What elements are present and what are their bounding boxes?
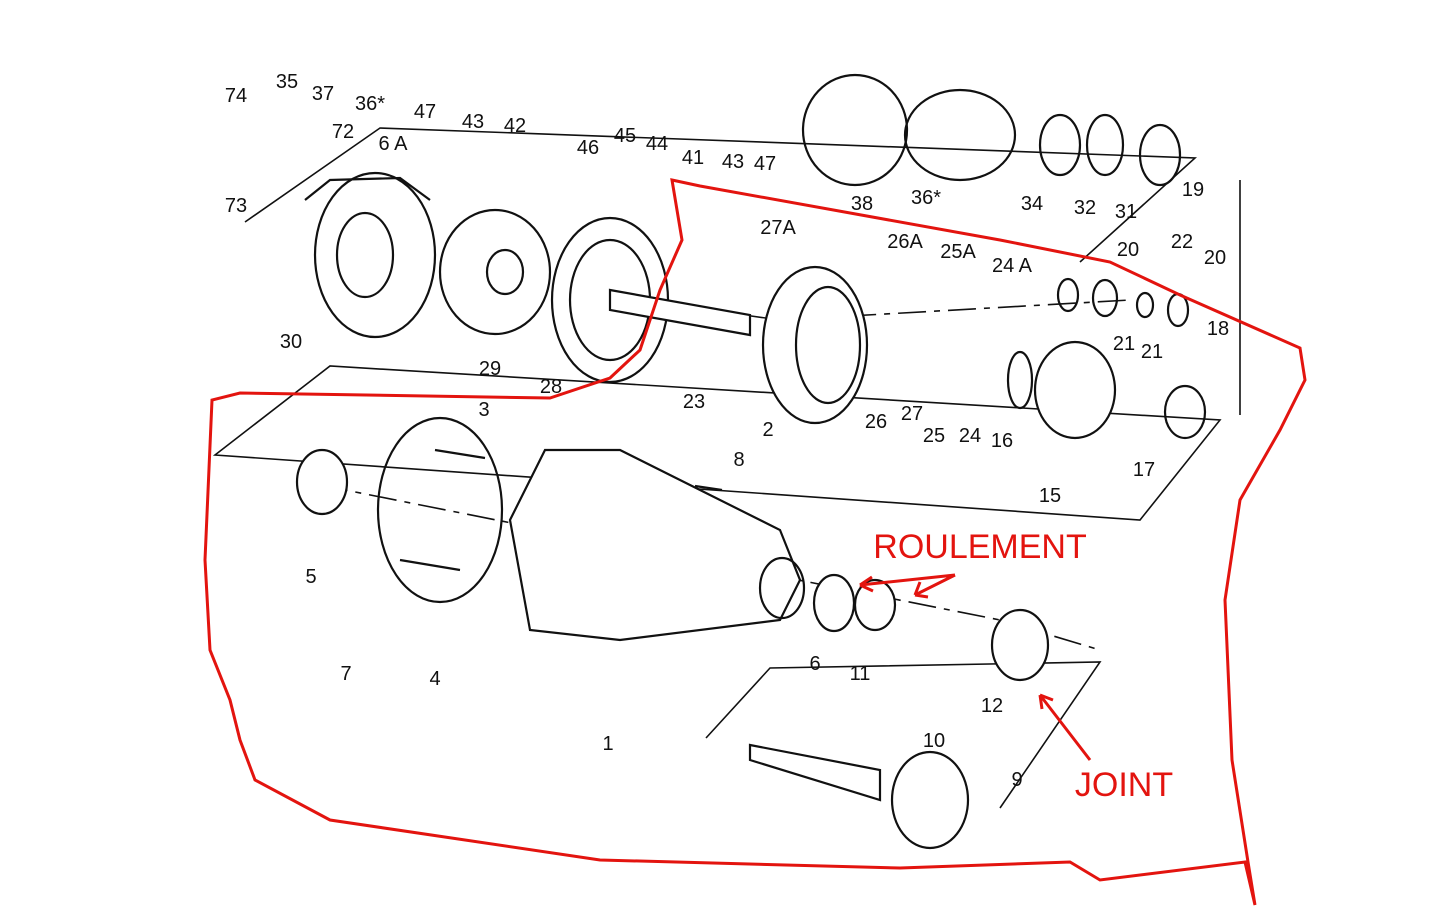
parts-drawing <box>212 73 1241 850</box>
part-number-label: 35 <box>276 71 298 93</box>
part-number-label: 30 <box>280 331 302 353</box>
part-number-label: 37 <box>312 83 334 105</box>
part-number-label: 47 <box>414 101 436 123</box>
bearing-arrows <box>859 573 956 597</box>
part-number-label: 19 <box>1182 179 1204 201</box>
part-number-label: 16 <box>991 430 1013 452</box>
part-number-label: 27A <box>760 217 796 239</box>
part-number-label: 27 <box>901 403 923 425</box>
part-number-label: 6 A <box>379 133 409 155</box>
part-number-label: 43 <box>722 151 744 173</box>
part-number-label: 36* <box>355 93 385 115</box>
part-number-label: 44 <box>646 133 668 155</box>
part-number-label: 38 <box>851 193 873 215</box>
part-number-label: 5 <box>305 566 316 588</box>
highlight-outline <box>203 178 1307 906</box>
part-number-label: 6 <box>809 653 820 675</box>
part-number-label: 21 <box>1113 333 1135 355</box>
part-number-label: 31 <box>1115 201 1137 223</box>
part-number-label: 74 <box>225 85 247 107</box>
part-number-label: 7 <box>340 663 351 685</box>
part-number-label: 73 <box>225 195 247 217</box>
part-number-label: 43 <box>462 111 484 133</box>
part-number-label: 24 A <box>992 255 1033 277</box>
part-number-label: 20 <box>1117 239 1139 261</box>
part-number-label: 24 <box>959 425 981 447</box>
part-number-label: 15 <box>1039 485 1061 507</box>
part-number-label: 21 <box>1141 341 1163 363</box>
part-number-label: 36* <box>911 187 941 209</box>
part-number-label: 72 <box>332 121 354 143</box>
part-number-label: 12 <box>981 695 1003 717</box>
part-number-label: 4 <box>429 668 440 690</box>
part-number-label: 20 <box>1204 247 1226 269</box>
part-number-label: 47 <box>754 153 776 175</box>
part-number-label: 23 <box>683 391 705 413</box>
part-number-label: 1 <box>602 733 613 755</box>
part-number-label: 3 <box>478 399 489 421</box>
part-number-label: 26 <box>865 411 887 433</box>
part-number-label: 25A <box>940 241 976 263</box>
part-number-label: 45 <box>614 125 636 147</box>
part-number-label: 18 <box>1207 318 1229 340</box>
part-number-label: 17 <box>1133 459 1155 481</box>
part-number-label: 29 <box>479 358 501 380</box>
part-number-label: 41 <box>682 147 704 169</box>
part-number-label: 8 <box>733 449 744 471</box>
seal-arrow <box>1038 693 1092 761</box>
part-number-label: 2 <box>762 419 773 441</box>
seal-annotation: JOINT <box>1075 766 1173 804</box>
bearing-annotation: ROULEMENT <box>873 528 1086 566</box>
part-number-label: 22 <box>1171 231 1193 253</box>
part-number-label: 11 <box>850 663 871 685</box>
part-number-label: 10 <box>923 730 945 752</box>
part-number-label: 46 <box>577 137 599 159</box>
part-number-label: 26A <box>887 231 923 253</box>
part-number-label: 32 <box>1074 197 1096 219</box>
part-number-label: 34 <box>1021 193 1043 215</box>
part-number-label: 28 <box>540 376 562 398</box>
part-number-label: 25 <box>923 425 945 447</box>
part-number-label: 9 <box>1011 769 1022 791</box>
part-number-label: 42 <box>504 115 526 137</box>
